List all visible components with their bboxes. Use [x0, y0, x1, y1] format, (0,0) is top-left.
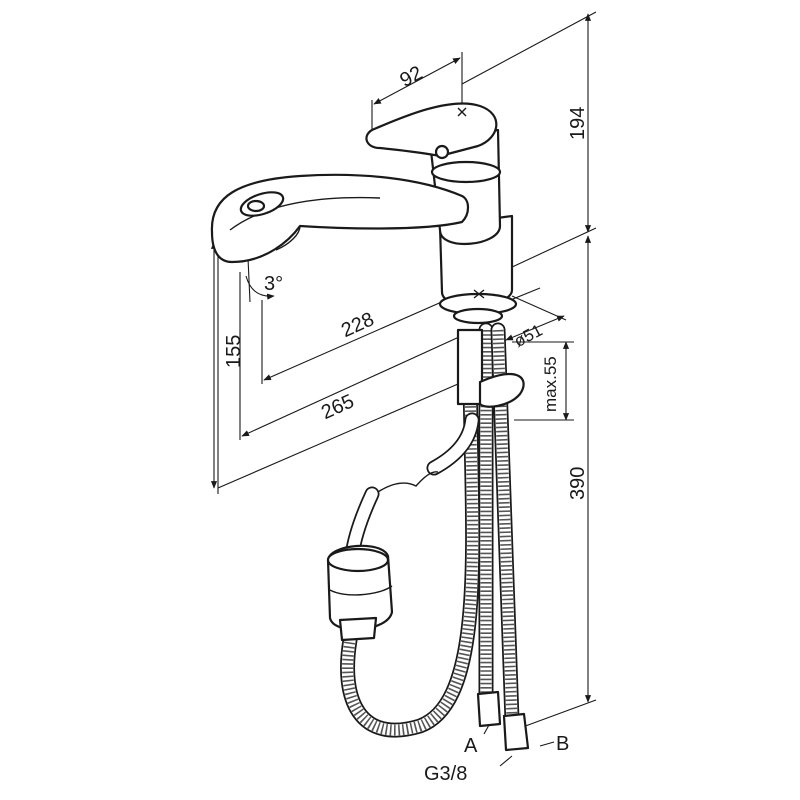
- dim-390-label: 390: [567, 467, 589, 500]
- dim-228-label: 228: [338, 308, 377, 342]
- faucet-body: [210, 102, 525, 408]
- dim-51-label: ø51: [511, 321, 546, 352]
- dim-3deg-label: 3°: [264, 273, 283, 295]
- dim-265-label: 265: [318, 390, 357, 424]
- dim-194-label: 194: [567, 107, 589, 140]
- connection-a-label: A: [464, 735, 478, 757]
- connectors: [476, 690, 530, 752]
- hose-weight: [326, 544, 394, 642]
- connection-b-label: B: [556, 733, 569, 755]
- dim-155-label: 155: [223, 335, 245, 368]
- dim-max55-label: max.55: [541, 356, 560, 412]
- thread-size-label: G3/8: [424, 763, 467, 785]
- dim-92-label: 92: [396, 62, 426, 92]
